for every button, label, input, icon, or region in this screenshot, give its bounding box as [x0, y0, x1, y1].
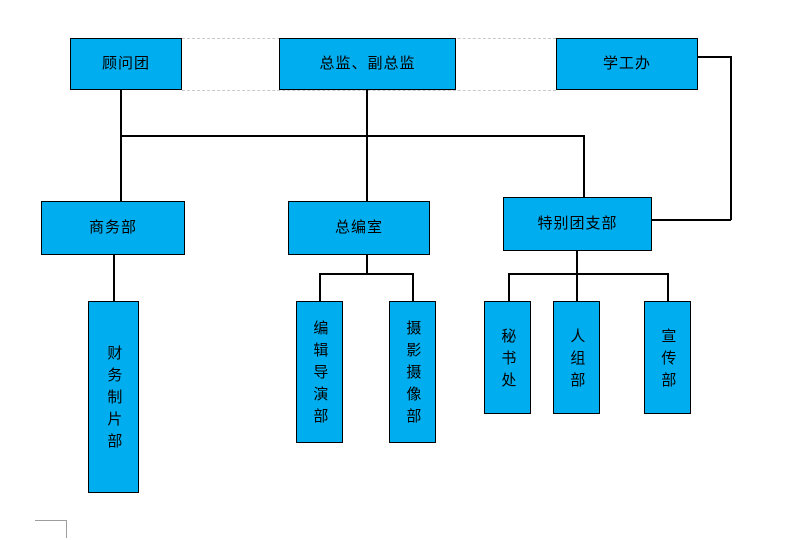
connector-special-to-hr — [576, 273, 578, 301]
node-student-affairs[interactable]: 学工办 — [556, 38, 698, 90]
connector-bus-to-special-branch — [583, 135, 585, 201]
node-business-dept[interactable]: 商务部 — [41, 201, 185, 255]
node-editorial-office[interactable]: 总编室 — [288, 201, 430, 255]
node-special-branch[interactable]: 特别团支部 — [503, 197, 652, 251]
connector-editorial-to-editing — [319, 273, 321, 301]
connector-editorial-to-photography — [412, 273, 414, 301]
node-photography-videography[interactable]: 摄影摄像部 — [389, 301, 436, 443]
connector-special-branch-drop — [576, 251, 578, 275]
node-secretariat[interactable]: 秘书处 — [484, 301, 531, 414]
node-advisory-board[interactable]: 顾问团 — [70, 38, 182, 90]
connector-student-affairs-down — [730, 56, 732, 220]
connector-business-to-finance — [113, 255, 115, 301]
connector-special-to-secretariat — [508, 273, 510, 301]
node-directors[interactable]: 总监、副总监 — [279, 38, 456, 90]
node-publicity-dept[interactable]: 宣传部 — [644, 301, 691, 414]
connector-special-branch-branch — [508, 273, 668, 275]
connector-special-to-publicity — [667, 273, 669, 301]
connector-editorial-drop — [366, 255, 368, 274]
connector-advisory-to-business — [120, 90, 122, 201]
page-crop-mark — [35, 520, 67, 538]
connector-student-affairs-out — [698, 56, 732, 58]
node-editing-directing[interactable]: 编辑导演部 — [296, 301, 343, 443]
alignment-guide-bottom — [182, 90, 556, 91]
connector-bus-horizontal — [120, 135, 585, 137]
node-finance-production[interactable]: 财务制片部 — [88, 301, 139, 493]
connector-editorial-branch — [319, 273, 414, 275]
connector-student-affairs-in — [651, 219, 731, 221]
connector-directors-to-editorial — [366, 90, 368, 201]
node-hr-dept[interactable]: 人组部 — [553, 301, 600, 414]
